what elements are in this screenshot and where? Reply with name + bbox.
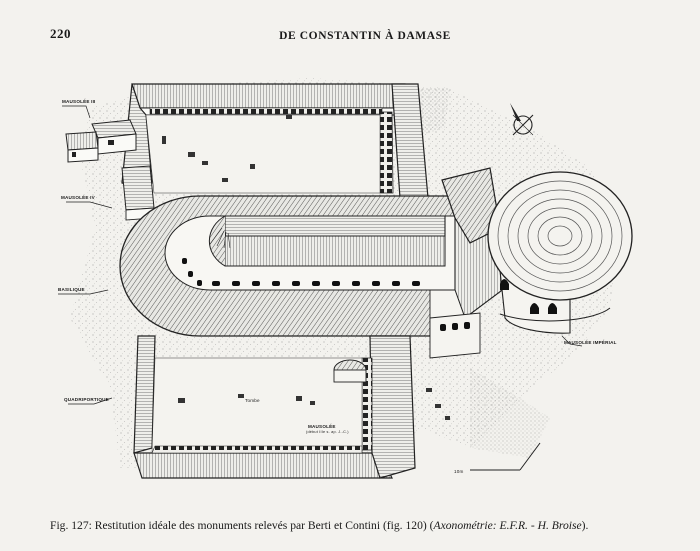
caption-credit-open: ( xyxy=(426,519,434,532)
caption-text: Fig. 127: Restitution idéale des monumen… xyxy=(50,519,427,532)
imperial-mausoleum-building xyxy=(487,171,633,334)
running-head: DE CONSTANTIN À DAMASE xyxy=(279,30,451,42)
caption-credit-close: ). xyxy=(581,519,589,532)
label-mausolee-center: MAUSOLÉE xyxy=(308,424,336,429)
caption-credit: Axonométrie: E.F.R. - H. Broise xyxy=(433,519,582,532)
label-mausolee-iv: MAUSOLÉE IV xyxy=(61,195,95,200)
drawing-svg xyxy=(58,78,633,479)
axonometric-drawing: MAUSOLÉE III MAUSOLÉE IV BASILIQUE QUADR… xyxy=(50,68,650,496)
label-mausolee-imperial: MAUSOLÉE IMPÉRIAL xyxy=(564,340,617,345)
label-tombe: Tombe xyxy=(245,398,260,403)
label-mausolee-center-sub: (début IIIe s. ap. J.-C.) xyxy=(306,430,349,434)
quadriporticus-building xyxy=(133,335,541,479)
figure-caption: Fig. 127: Restitution idéale des monumen… xyxy=(50,519,654,533)
label-mausolee-iii: MAUSOLÉE III xyxy=(62,99,96,104)
label-scale: 10m xyxy=(454,469,464,474)
north-arrow xyxy=(510,103,534,136)
label-quadriportique: QUADRIPORTIQUE xyxy=(64,397,109,402)
page-number: 220 xyxy=(50,26,71,41)
label-basilique: BASILIQUE xyxy=(58,287,85,292)
mausoleum-iv-building xyxy=(121,165,155,221)
mausoleum-iii-building xyxy=(65,119,137,163)
basilica-building xyxy=(119,167,506,359)
